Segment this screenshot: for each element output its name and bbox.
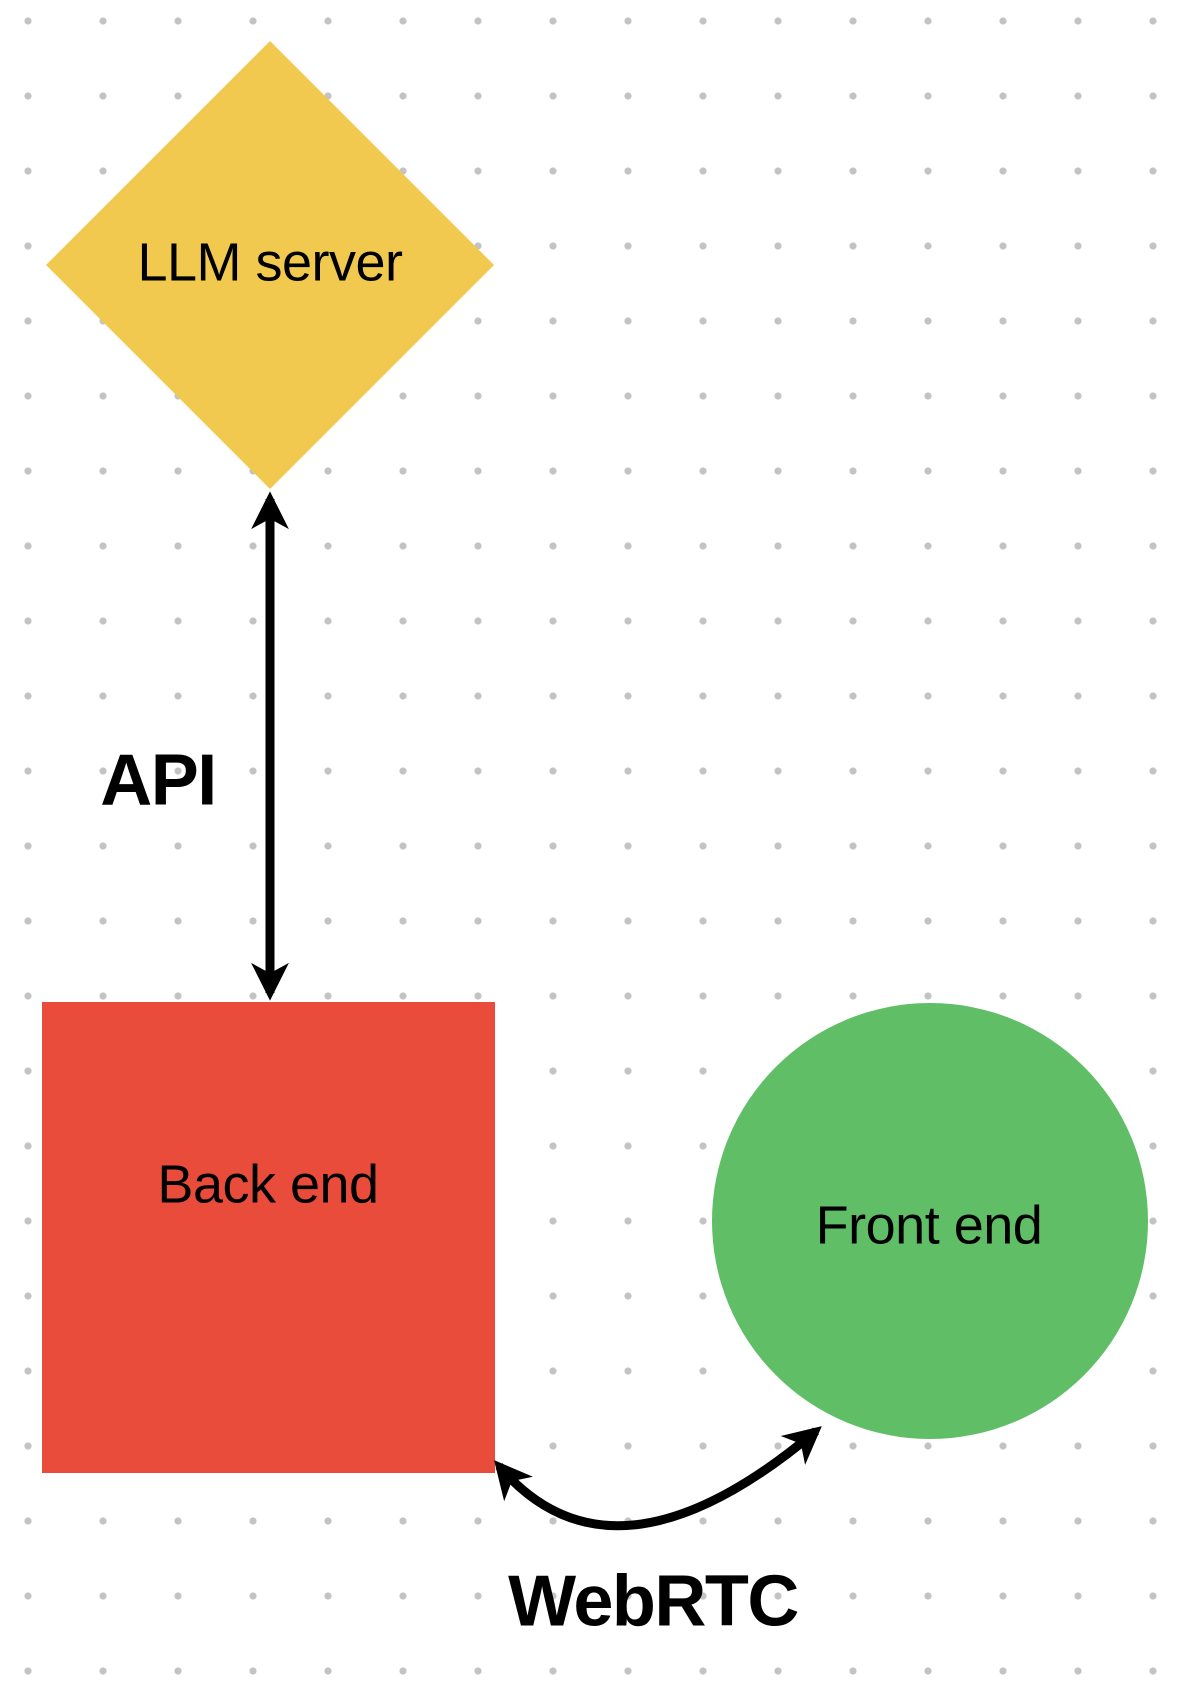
node-label-llm-server: LLM server bbox=[137, 232, 403, 293]
node-llm-server-diamond[interactable] bbox=[46, 41, 494, 489]
node-label-front-end: Front end bbox=[815, 1195, 1043, 1256]
webrtc-connector-arrow[interactable] bbox=[494, 1426, 822, 1531]
node-back-end-square[interactable] bbox=[42, 1002, 495, 1473]
node-front-end-circle[interactable] bbox=[712, 1003, 1148, 1439]
connector-label-webrtc[interactable]: WebRTC bbox=[508, 1561, 799, 1642]
node-label-back-end: Back end bbox=[157, 1154, 379, 1215]
connector-label-api[interactable]: API bbox=[100, 740, 217, 821]
